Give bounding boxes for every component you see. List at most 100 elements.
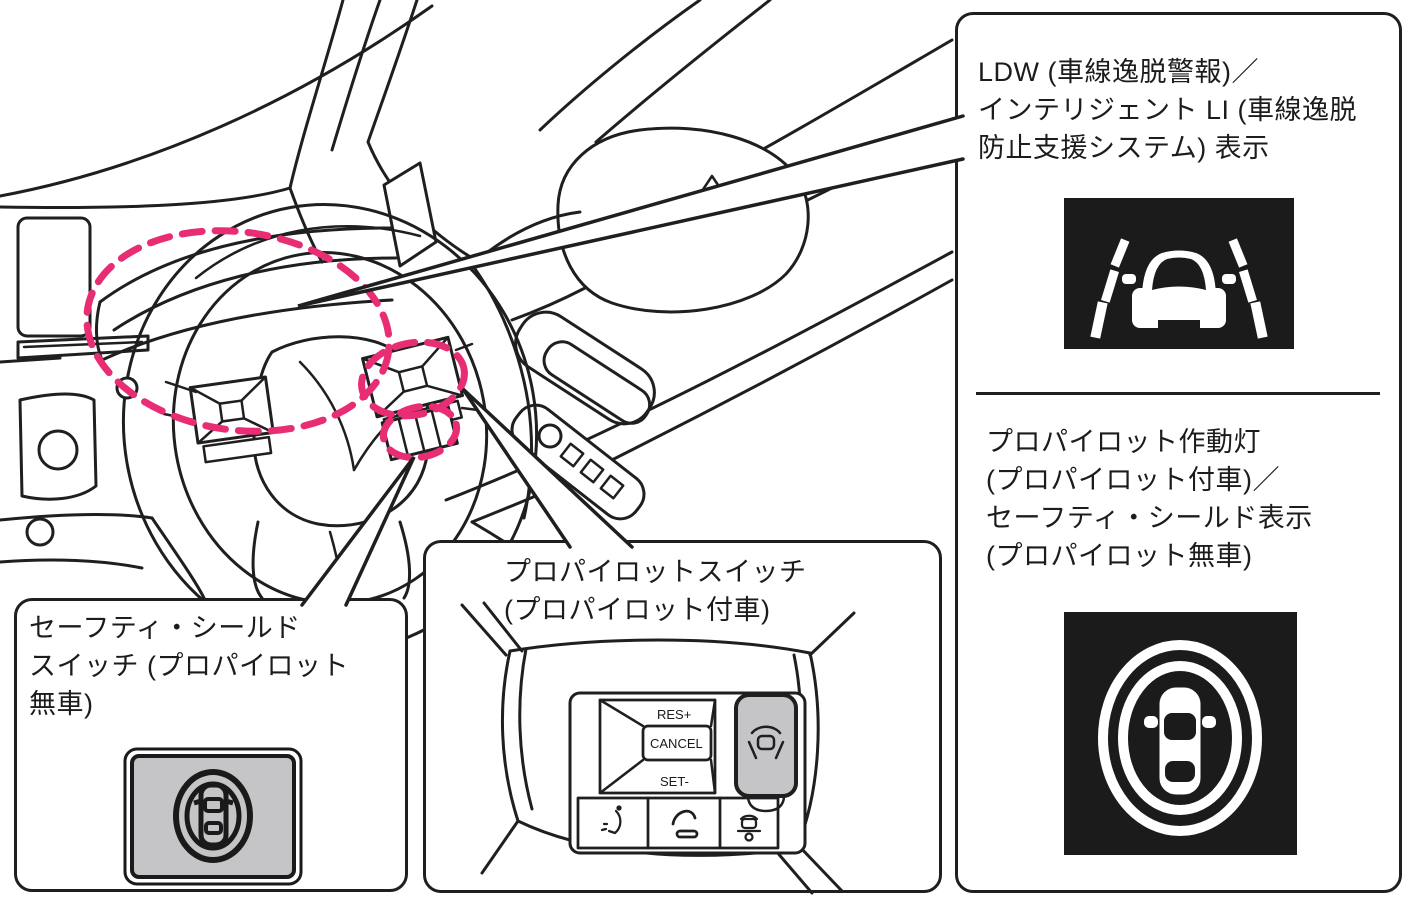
indicator-callout-box: LDW (車線逸脱警報)／ インテリジェント LI (車線逸脱 防止支援システム… xyxy=(955,12,1402,893)
pod-bezel-left-outer xyxy=(500,649,520,823)
highlight-group xyxy=(83,227,468,462)
pilot-switch-label-line2: (プロパイロット付車) xyxy=(504,595,771,625)
bottom-button-row xyxy=(576,796,780,850)
dash-line-3 xyxy=(0,558,144,570)
a-pillar-rear-edge xyxy=(366,0,474,260)
following-distance-icon xyxy=(736,814,762,842)
column-shroud-right xyxy=(398,520,412,600)
window-switch-2 xyxy=(579,458,605,484)
ldw-pointer-lines xyxy=(297,114,965,308)
safety-shield-switch-callout-box: セーフティ・シールド スイッチ (プロパイロット 無車) xyxy=(14,598,408,892)
ldw-label-line1: LDW (車線逸脱警報)／ xyxy=(978,57,1259,87)
dash-line-1 xyxy=(0,356,62,364)
propilot-switch-pod-drawing: RES+ CANCEL SET- xyxy=(460,601,856,895)
left-dash-panel xyxy=(18,392,98,501)
column-shroud-left xyxy=(251,520,264,600)
roof-diagonal-1 xyxy=(538,0,702,132)
steering-hub xyxy=(252,335,431,528)
rim-top-detail-line xyxy=(194,225,422,280)
dash-knob-lower xyxy=(25,517,55,547)
pilot-pointer-lines xyxy=(461,387,634,549)
door-frame-diagonal xyxy=(756,38,954,154)
shield-wedge-fill xyxy=(302,457,414,605)
right-spoke-lines xyxy=(454,342,480,412)
hub-curve-2 xyxy=(352,400,416,472)
dash-knob-upper xyxy=(37,429,79,471)
center-display xyxy=(16,216,92,338)
propilot-lamp-label: プロパイロット作動灯 (プロパイロット付車)／ セーフティ・シールド表示 (プロ… xyxy=(986,423,1313,575)
pilot-wedge-fill xyxy=(463,389,632,547)
left-spoke-lines xyxy=(162,380,198,422)
door-sill-line-2 xyxy=(470,278,954,524)
lower-spoke-line xyxy=(328,530,342,602)
rocker-area xyxy=(598,698,717,795)
ldw-indicator-label: LDW (車線逸脱警報)／ インテリジェント LI (車線逸脱 防止支援システム… xyxy=(978,53,1357,167)
shield-label-line2: スイッチ (プロパイロット xyxy=(29,651,349,681)
cancel-label: CANCEL xyxy=(650,736,703,751)
safety-shield-switch-button xyxy=(123,747,303,886)
side-mirror-housing xyxy=(556,126,810,314)
cluster-bottom-line xyxy=(100,298,394,362)
lamp-label-line2: (プロパイロット付車)／ xyxy=(986,465,1280,495)
ldw-label-line3: 防止支援システム) 表示 xyxy=(978,133,1270,163)
door-lock-knob xyxy=(537,423,563,449)
shield-switch-icon xyxy=(173,769,253,863)
rocker-diagonals xyxy=(598,698,717,795)
propilot-indicator-icon xyxy=(1064,612,1297,855)
res-label: RES+ xyxy=(657,707,691,722)
cancel-button xyxy=(641,724,713,762)
safety-shield-switch-label: セーフティ・シールド スイッチ (プロパイロット 無車) xyxy=(29,609,349,723)
mirror-sail-line xyxy=(478,210,582,260)
cluster-hood-side xyxy=(95,300,104,362)
stalk-end xyxy=(115,376,139,400)
propilot-button-tab xyxy=(746,794,786,813)
windshield-base-line xyxy=(0,186,292,210)
shield-label-line1: セーフティ・シールド xyxy=(29,613,301,643)
pillar-trim xyxy=(382,161,438,268)
propilot-button-icon xyxy=(747,725,785,760)
left-switch-pod xyxy=(188,375,275,464)
dash-vent-slot xyxy=(16,334,150,360)
shield-pointer-lines xyxy=(300,455,416,607)
pod-bezel-top xyxy=(508,638,812,655)
cluster-hood-top xyxy=(98,226,394,304)
mirror-base-line xyxy=(510,286,587,322)
bottom-row-dividers xyxy=(646,796,722,850)
lamp-label-line3: セーフティ・シールド表示 xyxy=(986,503,1313,533)
dash-side-edge xyxy=(468,260,533,520)
section-divider xyxy=(976,392,1380,395)
mirror-triangle-mark xyxy=(698,174,726,196)
lower-switch xyxy=(380,404,459,462)
window-switch-1 xyxy=(559,442,585,468)
propilot-switch-callout-box: プロパイロットスイッチ (プロパイロット付車) RES+ CANCEL SET- xyxy=(423,540,942,895)
pilot-switch-label-line1: プロパイロットスイッチ xyxy=(504,557,807,587)
roof-edge-line xyxy=(0,4,434,198)
pod-bezel-left-inner xyxy=(518,647,534,811)
pod-bezel-stub-bottom xyxy=(480,819,814,895)
dash-vent-inner-line xyxy=(22,340,144,349)
window-switch-panel xyxy=(510,403,646,521)
roof-diagonal-2 xyxy=(594,0,772,144)
shield-label-line3: 無車) xyxy=(29,689,94,719)
cluster-highlight-ellipse xyxy=(83,227,393,435)
lamp-label-line1: プロパイロット作動灯 xyxy=(986,427,1261,457)
a-pillar-front-edge xyxy=(288,0,345,190)
lamp-label-line4: (プロパイロット無車) xyxy=(986,541,1253,571)
phone-icon xyxy=(671,809,699,839)
switch-pod-highlight-ellipse xyxy=(358,338,468,420)
a-pillar-inner-line xyxy=(330,0,382,152)
lower-switch-highlight-ellipse xyxy=(379,402,461,462)
door-handle-pocket xyxy=(542,340,652,425)
pod-bezel-stub-topleft xyxy=(460,601,524,657)
column-side-line xyxy=(150,516,206,600)
ldw-wedge-fill xyxy=(298,116,963,306)
hub-curve-1 xyxy=(298,360,356,472)
voice-command-icon xyxy=(600,805,622,835)
right-switch-pod xyxy=(361,335,464,437)
pillar-base-line xyxy=(288,186,324,264)
pod-bezel-stub-right xyxy=(796,611,856,893)
ldw-label-line2: インテリジェント LI (車線逸脱 xyxy=(978,95,1358,125)
window-frame-line xyxy=(743,122,954,232)
propilot-button xyxy=(734,693,798,798)
